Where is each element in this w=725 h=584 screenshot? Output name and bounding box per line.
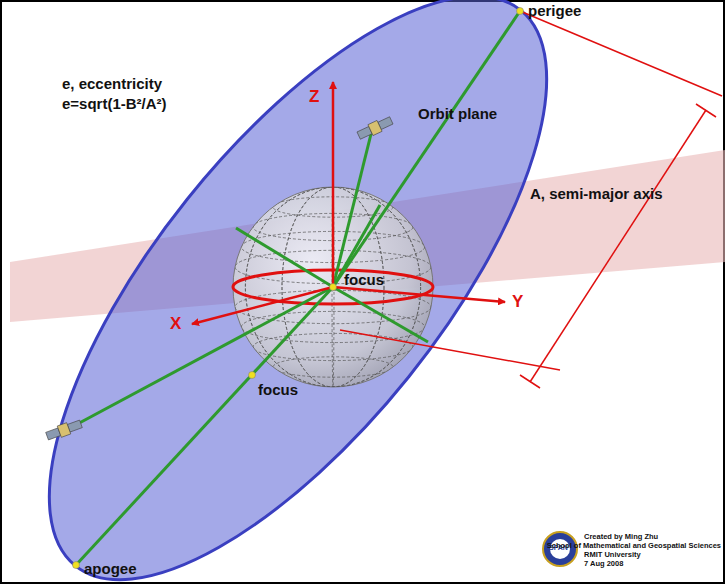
semi-major-bracket bbox=[340, 11, 722, 388]
credit-note: Created by Ming Zhu bbox=[584, 533, 658, 541]
point-label: perigee bbox=[528, 3, 581, 20]
point-label: focus bbox=[258, 382, 298, 399]
axis-label: Y bbox=[512, 293, 523, 312]
orbit-ellipse bbox=[0, 0, 631, 584]
point-label: focus bbox=[344, 272, 384, 289]
satellite-icon bbox=[45, 418, 83, 442]
credit-note: School of Mathematical and Geospatial Sc… bbox=[547, 542, 721, 550]
eccentricity-label: e, eccentricity bbox=[62, 76, 162, 93]
dimension-label: A, semi-major axis bbox=[530, 186, 663, 203]
formula-label: e=sqrt(1-B²/A²) bbox=[62, 96, 167, 113]
credit-note: RMIT University bbox=[584, 551, 641, 559]
axis-label: Z bbox=[309, 88, 319, 107]
axis-label: X bbox=[170, 315, 181, 334]
plane-label: Orbit plane bbox=[418, 106, 497, 123]
coordinate-axes bbox=[192, 82, 505, 324]
satellite-icon bbox=[356, 115, 394, 141]
credit-note: 7 Aug 2008 bbox=[584, 560, 623, 568]
point-label: apogee bbox=[84, 561, 137, 578]
orbit-lines bbox=[70, 11, 520, 565]
